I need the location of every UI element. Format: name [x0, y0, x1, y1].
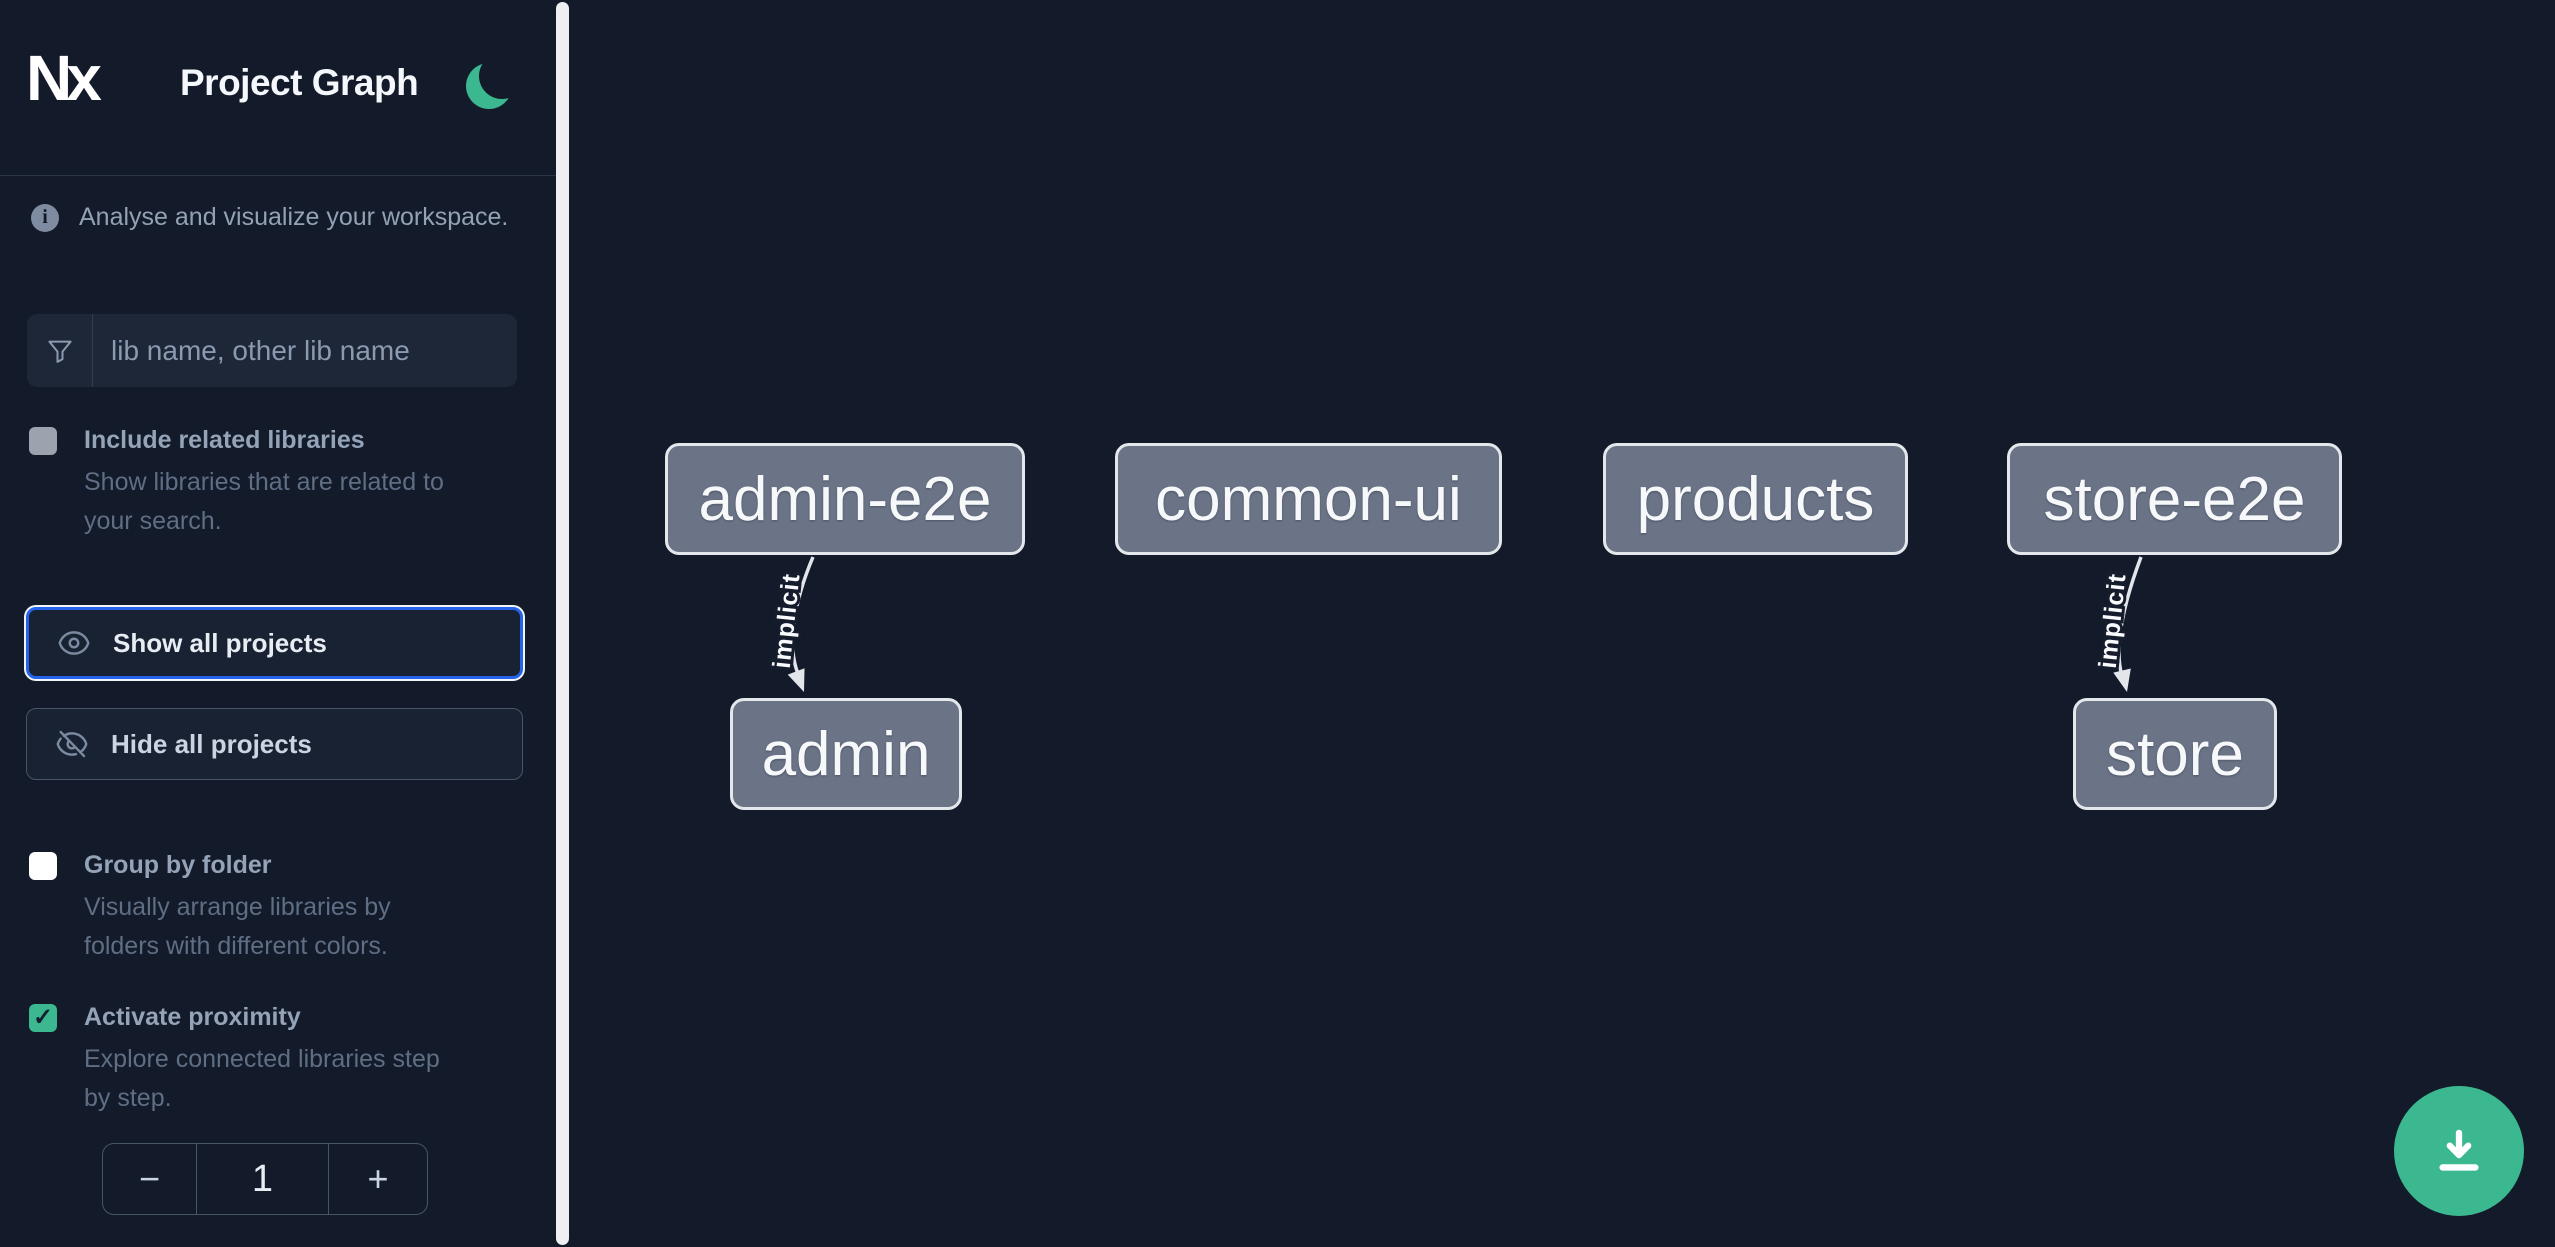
- sidebar: Nx Project Graph i Analyse and visualize…: [0, 0, 572, 1247]
- group-by-folder-description: Visually arrange libraries by folders wi…: [84, 893, 391, 960]
- graph-node-store-e2e[interactable]: store-e2e: [2007, 443, 2342, 555]
- include-related-description: Show libraries that are related to your …: [84, 468, 444, 535]
- search-input[interactable]: [93, 314, 517, 387]
- graph-node-admin[interactable]: admin: [730, 698, 962, 810]
- decrease-depth-button[interactable]: −: [138, 1158, 161, 1199]
- show-all-projects-button[interactable]: Show all projects: [26, 607, 523, 679]
- funnel-icon: [27, 314, 93, 387]
- proximity-depth-stepper: − 1 +: [102, 1143, 428, 1215]
- show-all-projects-label: Show all projects: [113, 627, 327, 658]
- hide-all-projects-button[interactable]: Hide all projects: [26, 708, 523, 780]
- workspace-info-row: i Analyse and visualize your workspace.: [31, 203, 508, 232]
- dark-mode-toggle-moon-icon[interactable]: [466, 53, 525, 109]
- download-icon: [2439, 1129, 2479, 1171]
- graph-node-common-ui[interactable]: common-ui: [1115, 443, 1502, 555]
- increase-depth-button[interactable]: +: [367, 1158, 389, 1199]
- page-title: Project Graph: [180, 62, 419, 103]
- graph-node-products[interactable]: products: [1603, 443, 1908, 555]
- sidebar-header: Nx Project Graph: [0, 0, 556, 176]
- filter-searchbar: [27, 314, 517, 387]
- graph-node-store[interactable]: store: [2073, 698, 2277, 810]
- hide-all-projects-label: Hide all projects: [111, 728, 312, 759]
- activate-proximity-description: Explore connected libraries step by step…: [84, 1045, 440, 1112]
- group-by-folder-checkbox[interactable]: ✓: [29, 852, 57, 880]
- group-by-folder-label[interactable]: Group by folder: [84, 851, 272, 879]
- activate-proximity-checkbox[interactable]: ✓: [29, 1004, 57, 1032]
- option-group-by-folder: ✓ Group by folder Visually arrange libra…: [29, 849, 529, 966]
- option-include-related: ✓ Include related libraries Show librari…: [29, 424, 529, 541]
- download-graph-button[interactable]: [2394, 1086, 2524, 1216]
- workspace-tagline: Analyse and visualize your workspace.: [79, 203, 509, 231]
- sidebar-scrollbar-thumb[interactable]: [556, 2, 569, 1245]
- depth-value[interactable]: 1: [196, 1144, 329, 1214]
- info-icon: i: [31, 203, 59, 232]
- graph-canvas[interactable]: [572, 0, 2555, 1247]
- graph-node-admin-e2e[interactable]: admin-e2e: [665, 443, 1025, 555]
- eye-slash-icon: [56, 730, 88, 758]
- include-related-label[interactable]: Include related libraries: [84, 426, 365, 454]
- include-related-checkbox[interactable]: ✓: [29, 427, 57, 455]
- option-activate-proximity: ✓ Activate proximity Explore connected l…: [29, 1001, 529, 1118]
- eye-icon: [58, 631, 90, 655]
- nx-logo: Nx: [26, 42, 102, 114]
- activate-proximity-label[interactable]: Activate proximity: [84, 1003, 301, 1031]
